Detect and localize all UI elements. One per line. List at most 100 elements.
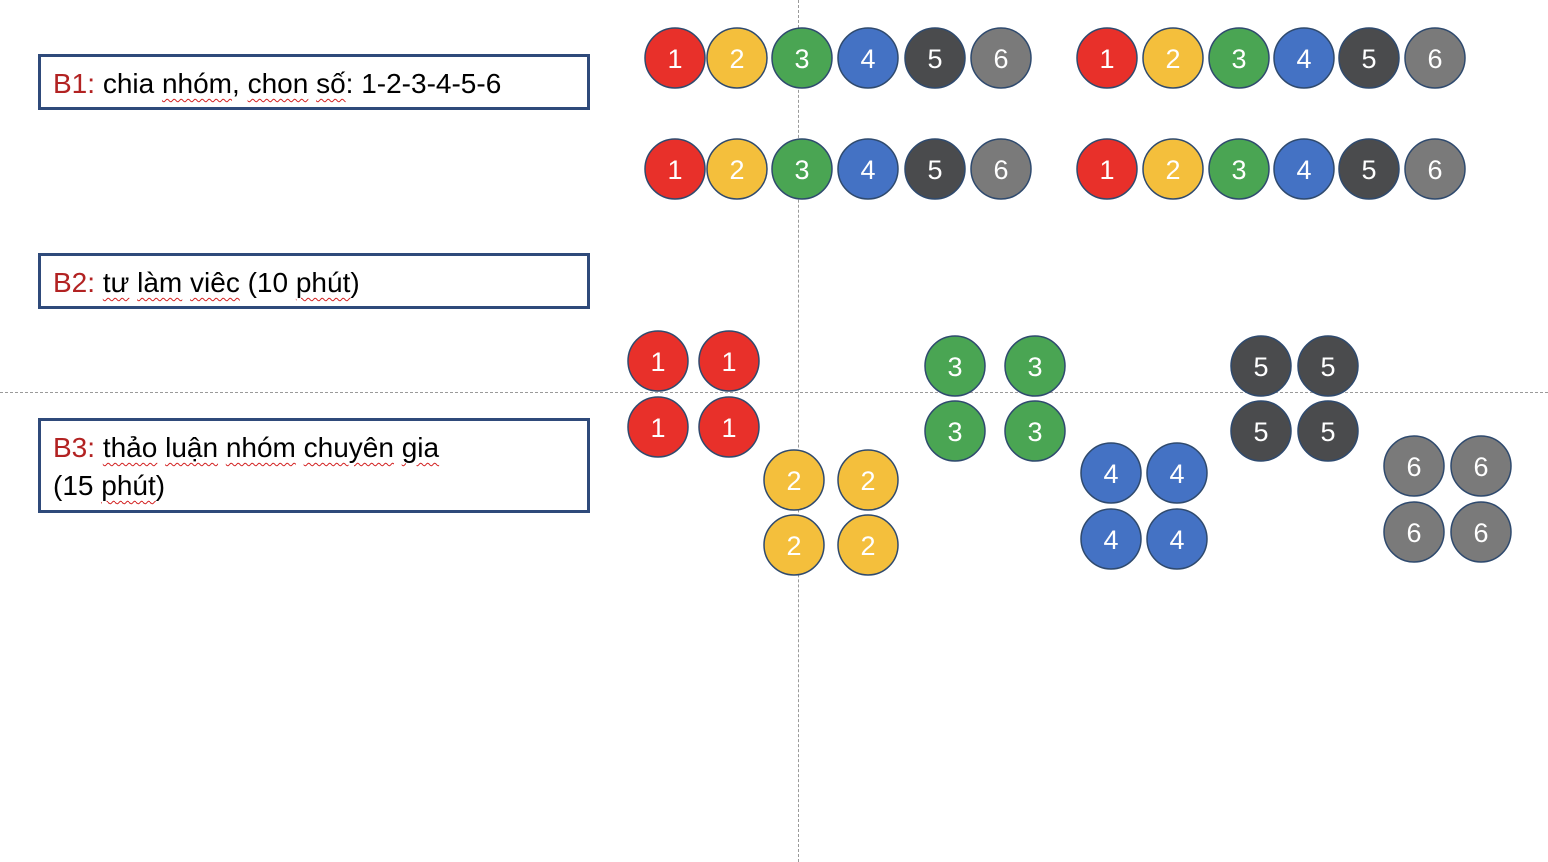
number-label: 4 [860, 44, 875, 74]
number-label: 3 [1027, 352, 1042, 382]
expert-member-4: 4 [1146, 508, 1208, 570]
number-label: 2 [1165, 44, 1180, 74]
number-circle [1076, 138, 1138, 200]
home-member-2: 2 [706, 138, 768, 200]
number-circle [1404, 27, 1466, 89]
home-member-2: 2 [1142, 27, 1204, 89]
step-text: thảo [102, 432, 158, 463]
home-member-1: 1 [644, 27, 706, 89]
number-circle [1208, 27, 1270, 89]
expert-member-6: 6 [1383, 501, 1445, 563]
number-label: 5 [1253, 352, 1268, 382]
home-member-3: 3 [1208, 27, 1270, 89]
step-b2-box: B2: tư làm viêc (10 phút) [38, 253, 590, 309]
number-label: 3 [1027, 417, 1042, 447]
number-label: 5 [1361, 44, 1376, 74]
expert-member-3: 3 [1004, 400, 1066, 462]
home-member-6: 6 [1404, 138, 1466, 200]
number-circle [837, 27, 899, 89]
home-member-2: 2 [1142, 138, 1204, 200]
step-text: phút [295, 267, 351, 298]
home-member-4: 4 [1273, 138, 1335, 200]
number-circle [698, 330, 760, 392]
expert-member-1: 1 [627, 330, 689, 392]
step-b3-box: B3: thảo luận nhóm chuyên gia(15 phút) [38, 418, 590, 513]
number-label: 3 [1231, 44, 1246, 74]
number-circle [904, 27, 966, 89]
number-label: 4 [1296, 44, 1311, 74]
number-circle [1273, 138, 1335, 200]
number-circle [706, 138, 768, 200]
expert-member-6: 6 [1450, 435, 1512, 497]
number-circle [837, 514, 899, 576]
home-member-3: 3 [771, 27, 833, 89]
expert-member-1: 1 [627, 396, 689, 458]
number-label: 2 [1165, 155, 1180, 185]
number-circle [1297, 400, 1359, 462]
expert-member-5: 5 [1297, 335, 1359, 397]
number-label: 6 [1473, 452, 1488, 482]
number-label: 2 [729, 155, 744, 185]
step-text: chuyên [303, 432, 394, 463]
expert-member-3: 3 [924, 400, 986, 462]
number-label: 5 [1320, 417, 1335, 447]
number-circle [1142, 138, 1204, 200]
number-circle [970, 27, 1032, 89]
number-circle [924, 400, 986, 462]
expert-member-4: 4 [1080, 442, 1142, 504]
number-label: 1 [721, 413, 736, 443]
expert-member-1: 1 [698, 330, 760, 392]
expert-member-6: 6 [1450, 501, 1512, 563]
expert-member-5: 5 [1230, 335, 1292, 397]
number-label: 4 [1169, 525, 1184, 555]
number-label: 6 [1406, 518, 1421, 548]
number-circle [970, 138, 1032, 200]
number-circle [1230, 400, 1292, 462]
home-member-4: 4 [1273, 27, 1335, 89]
home-member-4: 4 [837, 138, 899, 200]
number-label: 6 [1427, 155, 1442, 185]
step-text: luận [165, 432, 219, 463]
number-label: 5 [1361, 155, 1376, 185]
number-circle [1230, 335, 1292, 397]
step-text: , [232, 68, 248, 99]
number-label: 6 [993, 155, 1008, 185]
home-member-6: 6 [1404, 27, 1466, 89]
number-label: 3 [794, 44, 809, 74]
number-label: 4 [860, 155, 875, 185]
number-circle [644, 138, 706, 200]
number-label: 5 [1253, 417, 1268, 447]
number-label: 1 [667, 44, 682, 74]
number-circle [1338, 138, 1400, 200]
number-label: 6 [1427, 44, 1442, 74]
number-circle [1076, 27, 1138, 89]
number-label: 2 [786, 466, 801, 496]
step-text: chon [247, 68, 309, 99]
number-label: 3 [1231, 155, 1246, 185]
horizontal-guide-line [0, 392, 1548, 393]
number-circle [1142, 27, 1204, 89]
home-member-1: 1 [1076, 138, 1138, 200]
expert-member-2: 2 [837, 449, 899, 511]
home-member-5: 5 [1338, 27, 1400, 89]
step-text: viêc [190, 267, 240, 298]
number-circle [771, 138, 833, 200]
number-label: 2 [786, 531, 801, 561]
home-member-3: 3 [1208, 138, 1270, 200]
number-label: 5 [927, 155, 942, 185]
number-label: 1 [650, 413, 665, 443]
number-label: 5 [1320, 352, 1335, 382]
expert-member-5: 5 [1230, 400, 1292, 462]
number-label: 4 [1103, 525, 1118, 555]
number-label: 3 [947, 352, 962, 382]
number-label: 3 [947, 417, 962, 447]
number-label: 1 [667, 155, 682, 185]
number-label: 2 [729, 44, 744, 74]
step-text: phút [101, 470, 156, 501]
number-label: 2 [860, 466, 875, 496]
number-circle [763, 449, 825, 511]
number-label: 2 [860, 531, 875, 561]
number-circle [706, 27, 768, 89]
step-tag: B1: [53, 68, 96, 99]
